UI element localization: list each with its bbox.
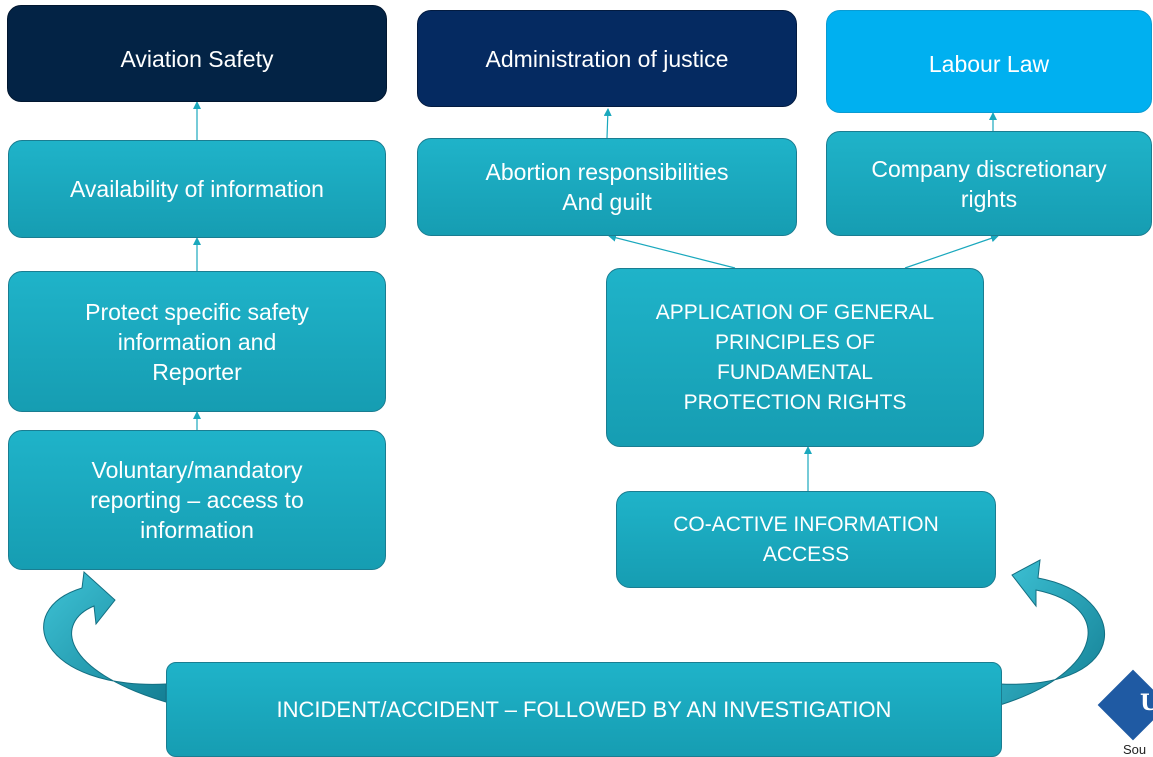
application-general-principles-box: APPLICATION OF GENERAL PRINCIPLES OF FUN… [606, 268, 984, 447]
source-text: Sou [1123, 742, 1147, 757]
arrow-application-to-company [904, 234, 999, 269]
arrow-abortion-to-justice [603, 108, 612, 139]
availability-of-information-box: Availability of information [8, 140, 386, 238]
application-general-principles-label: APPLICATION OF GENERAL PRINCIPLES OF FUN… [655, 300, 935, 414]
voluntary-mandatory-reporting-box: Voluntary/mandatory reporting – access t… [8, 430, 386, 570]
university-logo-letter: U [1140, 690, 1153, 716]
aviation-safety-label: Aviation Safety [120, 46, 274, 72]
co-active-information-access-label: CO-ACTIVE INFORMATION ACCESS [673, 512, 939, 566]
co-active-information-access-box: CO-ACTIVE INFORMATION ACCESS [616, 491, 996, 588]
protect-specific-safety-box: Protect specific safety information and … [8, 271, 386, 412]
abortion-responsibilities-box: Abortion responsibilities And guilt [417, 138, 797, 236]
company-discretionary-rights-box: Company discretionary rights [826, 131, 1152, 236]
protect-specific-safety-label: Protect specific safety information and … [85, 298, 309, 385]
abortion-responsibilities-label: Abortion responsibilities And guilt [485, 159, 729, 215]
curved-arrow-right [999, 559, 1105, 706]
incident-accident-box: INCIDENT/ACCIDENT – FOLLOWED BY AN INVES… [166, 662, 1002, 757]
administration-of-justice-label: Administration of justice [485, 46, 729, 72]
aviation-safety-box: Aviation Safety [7, 5, 387, 102]
curved-arrow-left [43, 570, 167, 703]
labour-law-box: Labour Law [826, 10, 1152, 113]
availability-of-information-label: Availability of information [70, 176, 324, 202]
administration-of-justice-box: Administration of justice [417, 10, 797, 107]
incident-accident-label: INCIDENT/ACCIDENT – FOLLOWED BY AN INVES… [276, 696, 892, 722]
labour-law-label: Labour Law [928, 51, 1050, 77]
voluntary-mandatory-reporting-label: Voluntary/mandatory reporting – access t… [90, 457, 304, 543]
arrow-application-to-abortion [608, 233, 736, 269]
company-discretionary-rights-label: Company discretionary rights [871, 155, 1107, 212]
